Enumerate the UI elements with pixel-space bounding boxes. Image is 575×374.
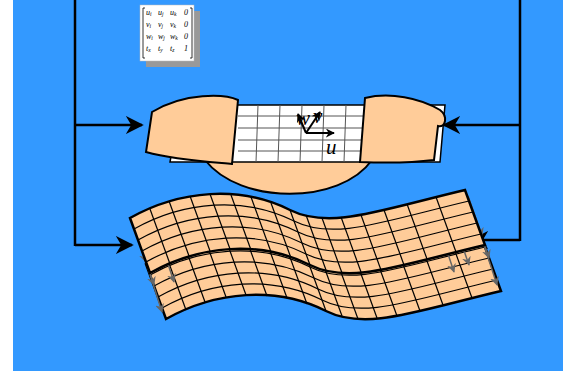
matrix-entry: tx <box>146 45 151 53</box>
matrix-entry: 0 <box>184 33 188 41</box>
matrix-entry: wi <box>146 33 153 41</box>
matrix-entry: ty <box>158 45 163 53</box>
frame-line <box>519 0 522 241</box>
axis-label: v <box>313 106 322 127</box>
matrix-entry: ui <box>146 9 152 17</box>
card <box>140 5 194 61</box>
matrix-brackets <box>143 8 192 58</box>
matrix-entry: vi <box>146 21 151 29</box>
warped-surface <box>130 190 485 273</box>
matrix-entry: 0 <box>184 9 188 17</box>
sheet-flap-left <box>146 96 238 164</box>
axis-label: w <box>296 108 310 129</box>
axis-label: u <box>326 137 337 158</box>
matrix-entry: wj <box>158 33 165 41</box>
background <box>13 0 563 371</box>
matrix-entry: wk <box>170 33 178 41</box>
frame-line <box>74 0 77 246</box>
frame-arrow <box>75 244 132 247</box>
matrix-entry: uj <box>158 9 164 17</box>
matrix-card <box>140 5 200 67</box>
matrix-entry: 0 <box>184 21 188 29</box>
frame-arrow <box>444 124 520 127</box>
sheet-flap-right <box>360 96 445 163</box>
flat-sheet <box>146 96 445 194</box>
matrix-entry: uk <box>170 9 176 17</box>
sheet-underside <box>205 160 372 194</box>
matrix-entry: 1 <box>184 45 188 53</box>
frame-arrow <box>75 124 142 127</box>
sheet-grid <box>238 105 368 162</box>
matrix-entry: vk <box>170 21 176 29</box>
matrix-entry: tz <box>170 45 174 53</box>
matrix-entry: vj <box>158 21 163 29</box>
